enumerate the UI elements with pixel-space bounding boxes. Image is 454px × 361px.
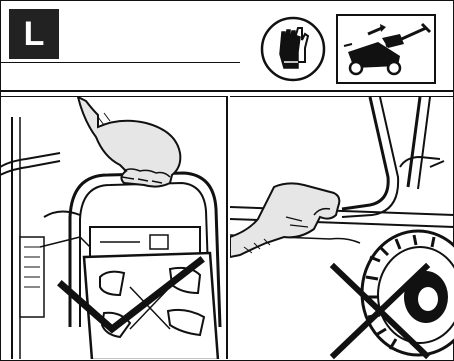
instruction-header: L [0, 0, 454, 92]
panel-wheel-lift [230, 96, 454, 360]
header-divider [0, 62, 240, 63]
mower-tilt-icon [336, 14, 436, 84]
panel-handle-lift [0, 96, 228, 359]
hand-graphic [78, 97, 180, 187]
step-letter-badge: L [9, 9, 59, 59]
protective-gloves-icon [258, 14, 328, 84]
